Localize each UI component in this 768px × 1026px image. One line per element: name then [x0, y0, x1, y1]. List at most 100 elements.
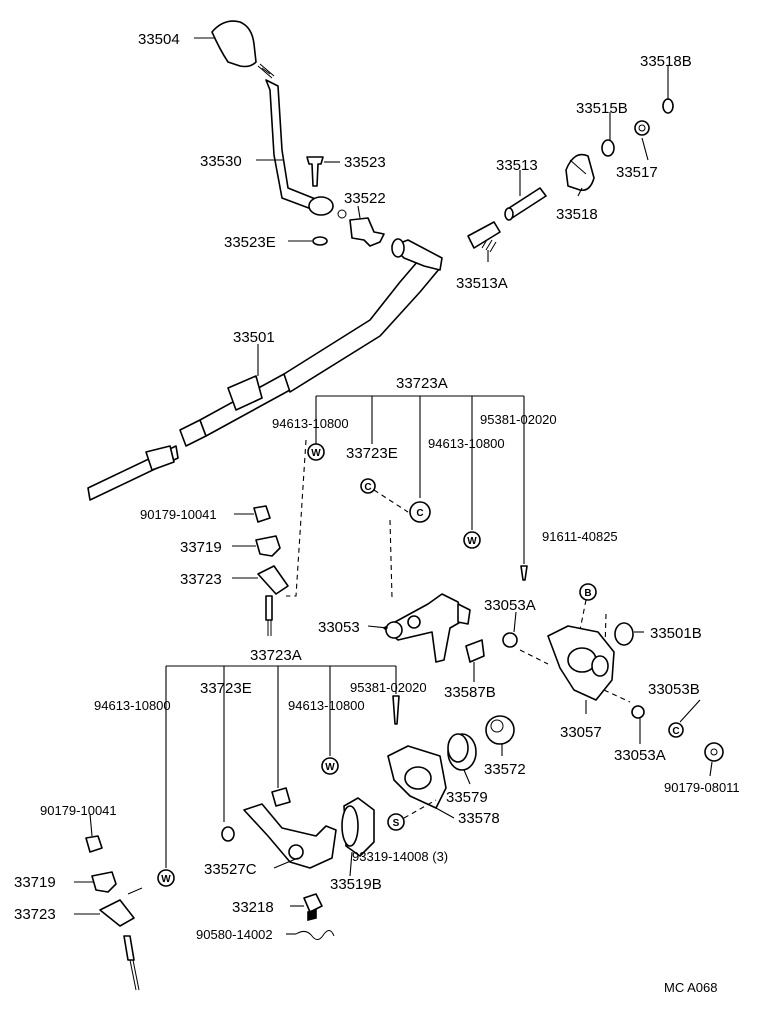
- cotter-pin-top: [520, 565, 528, 581]
- label-90179-08011: 90179-08011: [664, 780, 740, 795]
- bracket-33723-top: [257, 565, 289, 595]
- lever-33527C-eye: [288, 844, 304, 860]
- label-94613-top-a: 94613-10800: [272, 416, 349, 431]
- tube-opening: [391, 238, 405, 258]
- label-33578: 33578: [458, 810, 500, 827]
- leader-lines: [74, 37, 713, 935]
- rod-end-bot: [123, 935, 135, 961]
- lever-thread: [257, 63, 275, 79]
- label-33530: 33530: [200, 153, 242, 170]
- washer-icon: W: [157, 869, 175, 887]
- label-33053B: 33053B: [648, 681, 700, 698]
- seal-33579-inner: [447, 733, 469, 763]
- label-94613-bot-a: 94613-10800: [94, 698, 171, 713]
- label-33523E: 33523E: [224, 234, 276, 251]
- ball-33053A-bot: [631, 705, 645, 719]
- nut-33517: [634, 120, 650, 136]
- label-90179-10041-top: 90179-10041: [140, 507, 217, 522]
- label-33053: 33053: [318, 619, 360, 636]
- bushing-icon: C: [409, 501, 431, 523]
- rod-end: [504, 207, 514, 221]
- label-91611: 91611-40825: [542, 529, 618, 544]
- svg-text:W: W: [311, 448, 321, 459]
- bushing-33572: [485, 715, 515, 745]
- label-33513A: 33513A: [456, 275, 508, 292]
- bracket-tab: [127, 887, 143, 895]
- plate-bore: [404, 766, 432, 790]
- label-33053A-bot: 33053A: [614, 747, 666, 764]
- label-33518B: 33518B: [640, 53, 692, 70]
- label-33723-bot: 33723: [14, 906, 56, 923]
- nut-90179-bot: [85, 835, 103, 853]
- clamp-33719-top: [255, 535, 281, 557]
- label-33723A-top: 33723A: [396, 375, 448, 392]
- wire-90580: [295, 930, 335, 940]
- lever-33053: [383, 593, 465, 663]
- label-33053A-top: 33053A: [484, 597, 536, 614]
- label-33501: 33501: [233, 329, 275, 346]
- label-33519B: 33519B: [330, 876, 382, 893]
- svg-text:W: W: [325, 762, 335, 773]
- seat-33522: [349, 217, 385, 247]
- label-95381-bot: 95381-02020: [350, 680, 427, 695]
- label-33719-top: 33719: [180, 539, 222, 556]
- bushing-33572-hole: [490, 719, 504, 733]
- svg-text:C: C: [364, 482, 371, 493]
- label-33522: 33522: [344, 190, 386, 207]
- nut-90179-top: [253, 505, 271, 523]
- group-bracket-bottom: [165, 665, 397, 868]
- label-33719-bot: 33719: [14, 874, 56, 891]
- bolt-icon: B: [579, 583, 597, 601]
- cap-33518B: [662, 98, 674, 114]
- dash-line-h: [403, 799, 437, 819]
- tube-collar-3: [227, 375, 263, 411]
- label-33587B: 33587B: [444, 684, 496, 701]
- block-33587B: [465, 639, 485, 663]
- label-33518: 33518: [556, 206, 598, 223]
- label-33501B: 33501B: [650, 625, 702, 642]
- part-labels: 33504 33518B 33515B 33530 33523 33513 33…: [14, 31, 740, 995]
- bushing-bot: [271, 787, 291, 807]
- shift-lever-rod: [265, 79, 319, 211]
- rod-end-top: [265, 595, 273, 621]
- label-33527C: 33527C: [204, 861, 257, 878]
- clip-33723E-bot: [221, 826, 235, 842]
- washer-icon: W: [463, 531, 481, 549]
- label-95381-top: 95381-02020: [480, 412, 557, 427]
- label-93319: 93319-14008 (3): [352, 849, 448, 864]
- washer-33515B: [601, 139, 615, 157]
- lever-pivot: [337, 209, 347, 219]
- shift-knob: [211, 20, 257, 68]
- stud-icon: S: [387, 813, 405, 831]
- label-33515B: 33515B: [576, 100, 628, 117]
- group-bracket-top: [315, 395, 525, 564]
- label-33723E-bot: 33723E: [200, 680, 252, 697]
- label-94613-top-b: 94613-10800: [428, 436, 505, 451]
- ball-33053A-top: [502, 632, 518, 648]
- label-90179-10041-bot: 90179-10041: [40, 803, 117, 818]
- sensor-33218: [303, 893, 323, 913]
- sensor-tip: [307, 908, 317, 922]
- diagram-code: MC A068: [664, 980, 717, 995]
- clip-33523E: [312, 236, 328, 246]
- tube-bend: [283, 253, 441, 393]
- svg-text:C: C: [416, 508, 423, 519]
- tube-collar-1: [145, 445, 175, 471]
- cotter-pin-bot: [392, 695, 400, 725]
- label-33057: 33057: [560, 724, 602, 741]
- dash-line-b: [373, 489, 409, 513]
- lever-ball: [308, 196, 334, 216]
- svg-text:C: C: [672, 726, 679, 737]
- clip-icon: C: [668, 722, 684, 738]
- spring-33513A: [467, 221, 501, 253]
- nut-hole: [638, 124, 646, 132]
- dash-line-e: [519, 649, 549, 665]
- svg-text:W: W: [467, 536, 477, 547]
- lever-33527C: [243, 803, 337, 869]
- housing-port: [591, 655, 609, 677]
- cable-bot: [129, 959, 140, 991]
- dash-line-a: [286, 439, 307, 597]
- label-94613-bot-b: 94613-10800: [288, 698, 365, 713]
- label-33517: 33517: [616, 164, 658, 181]
- svg-text:B: B: [584, 588, 591, 599]
